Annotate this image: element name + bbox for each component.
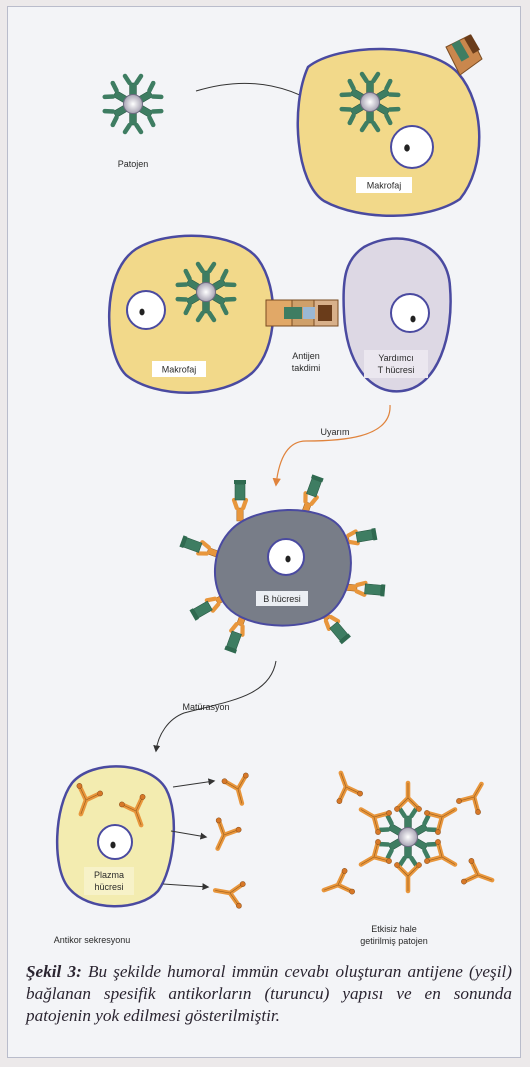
- antigen-presentation-complex: [266, 300, 338, 326]
- antigen-presentation-label-1: Antijen: [292, 351, 320, 361]
- pathogen-icon: [105, 76, 161, 132]
- nucleolus-dot: [139, 309, 144, 316]
- macrophage-label-mid: Makrofaj: [162, 365, 197, 375]
- stimulation-label: Uyarım: [321, 427, 350, 437]
- antibody-secretion-label: Antikor sekresyonu: [54, 935, 131, 945]
- caption-label: Şekil 3:: [26, 962, 82, 981]
- caption-text: Bu şekilde humoral immün cevabı oluştura…: [26, 962, 512, 1025]
- maturation-label: Matürasyon: [182, 702, 229, 712]
- nucleolus-dot: [110, 842, 115, 849]
- nucleolus-dot: [404, 144, 410, 151]
- neutralized-pathogen: [319, 768, 496, 903]
- figure-caption: Şekil 3: Bu şekilde humoral immün cevabı…: [26, 961, 512, 1027]
- helper-t-nucleus: [391, 294, 429, 332]
- neutralized-label-2: getirilmiş patojen: [360, 936, 428, 946]
- secretion-arrow: [171, 831, 206, 837]
- secretion-arrow: [173, 781, 214, 787]
- macrophage-nucleus-top: [391, 126, 433, 168]
- nucleolus-dot: [285, 556, 290, 563]
- secreted-antibody-icon: [221, 772, 255, 807]
- immune-response-diagram: Patojen Makrofaj Makrofaj Antijen takdim…: [8, 7, 520, 957]
- plasma-cell-label-2: hücresi: [94, 882, 123, 892]
- helper-t-label-2: T hücresi: [378, 365, 415, 375]
- macrophage-nucleus-mid: [127, 291, 165, 329]
- figure-panel: Patojen Makrofaj Makrofaj Antijen takdim…: [7, 6, 521, 1058]
- neutralized-label-1: Etkisiz hale: [371, 924, 417, 934]
- secreted-antibody-icon: [205, 817, 242, 854]
- stimulation-arrow: [276, 405, 390, 485]
- macrophage-label-top: Makrofaj: [367, 181, 402, 191]
- nucleolus-dot: [410, 316, 415, 323]
- b-cell-label: B hücresi: [263, 594, 301, 604]
- plasma-cell-label-1: Plazma: [94, 870, 124, 880]
- plasma-cell-nucleus: [98, 825, 132, 859]
- helper-t-label-1: Yardımcı: [378, 353, 413, 363]
- antigen-presentation-label-2: takdimi: [292, 363, 321, 373]
- pathogen-label: Patojen: [118, 159, 149, 169]
- secreted-antibody-icon: [213, 877, 246, 909]
- secretion-arrow: [163, 884, 208, 887]
